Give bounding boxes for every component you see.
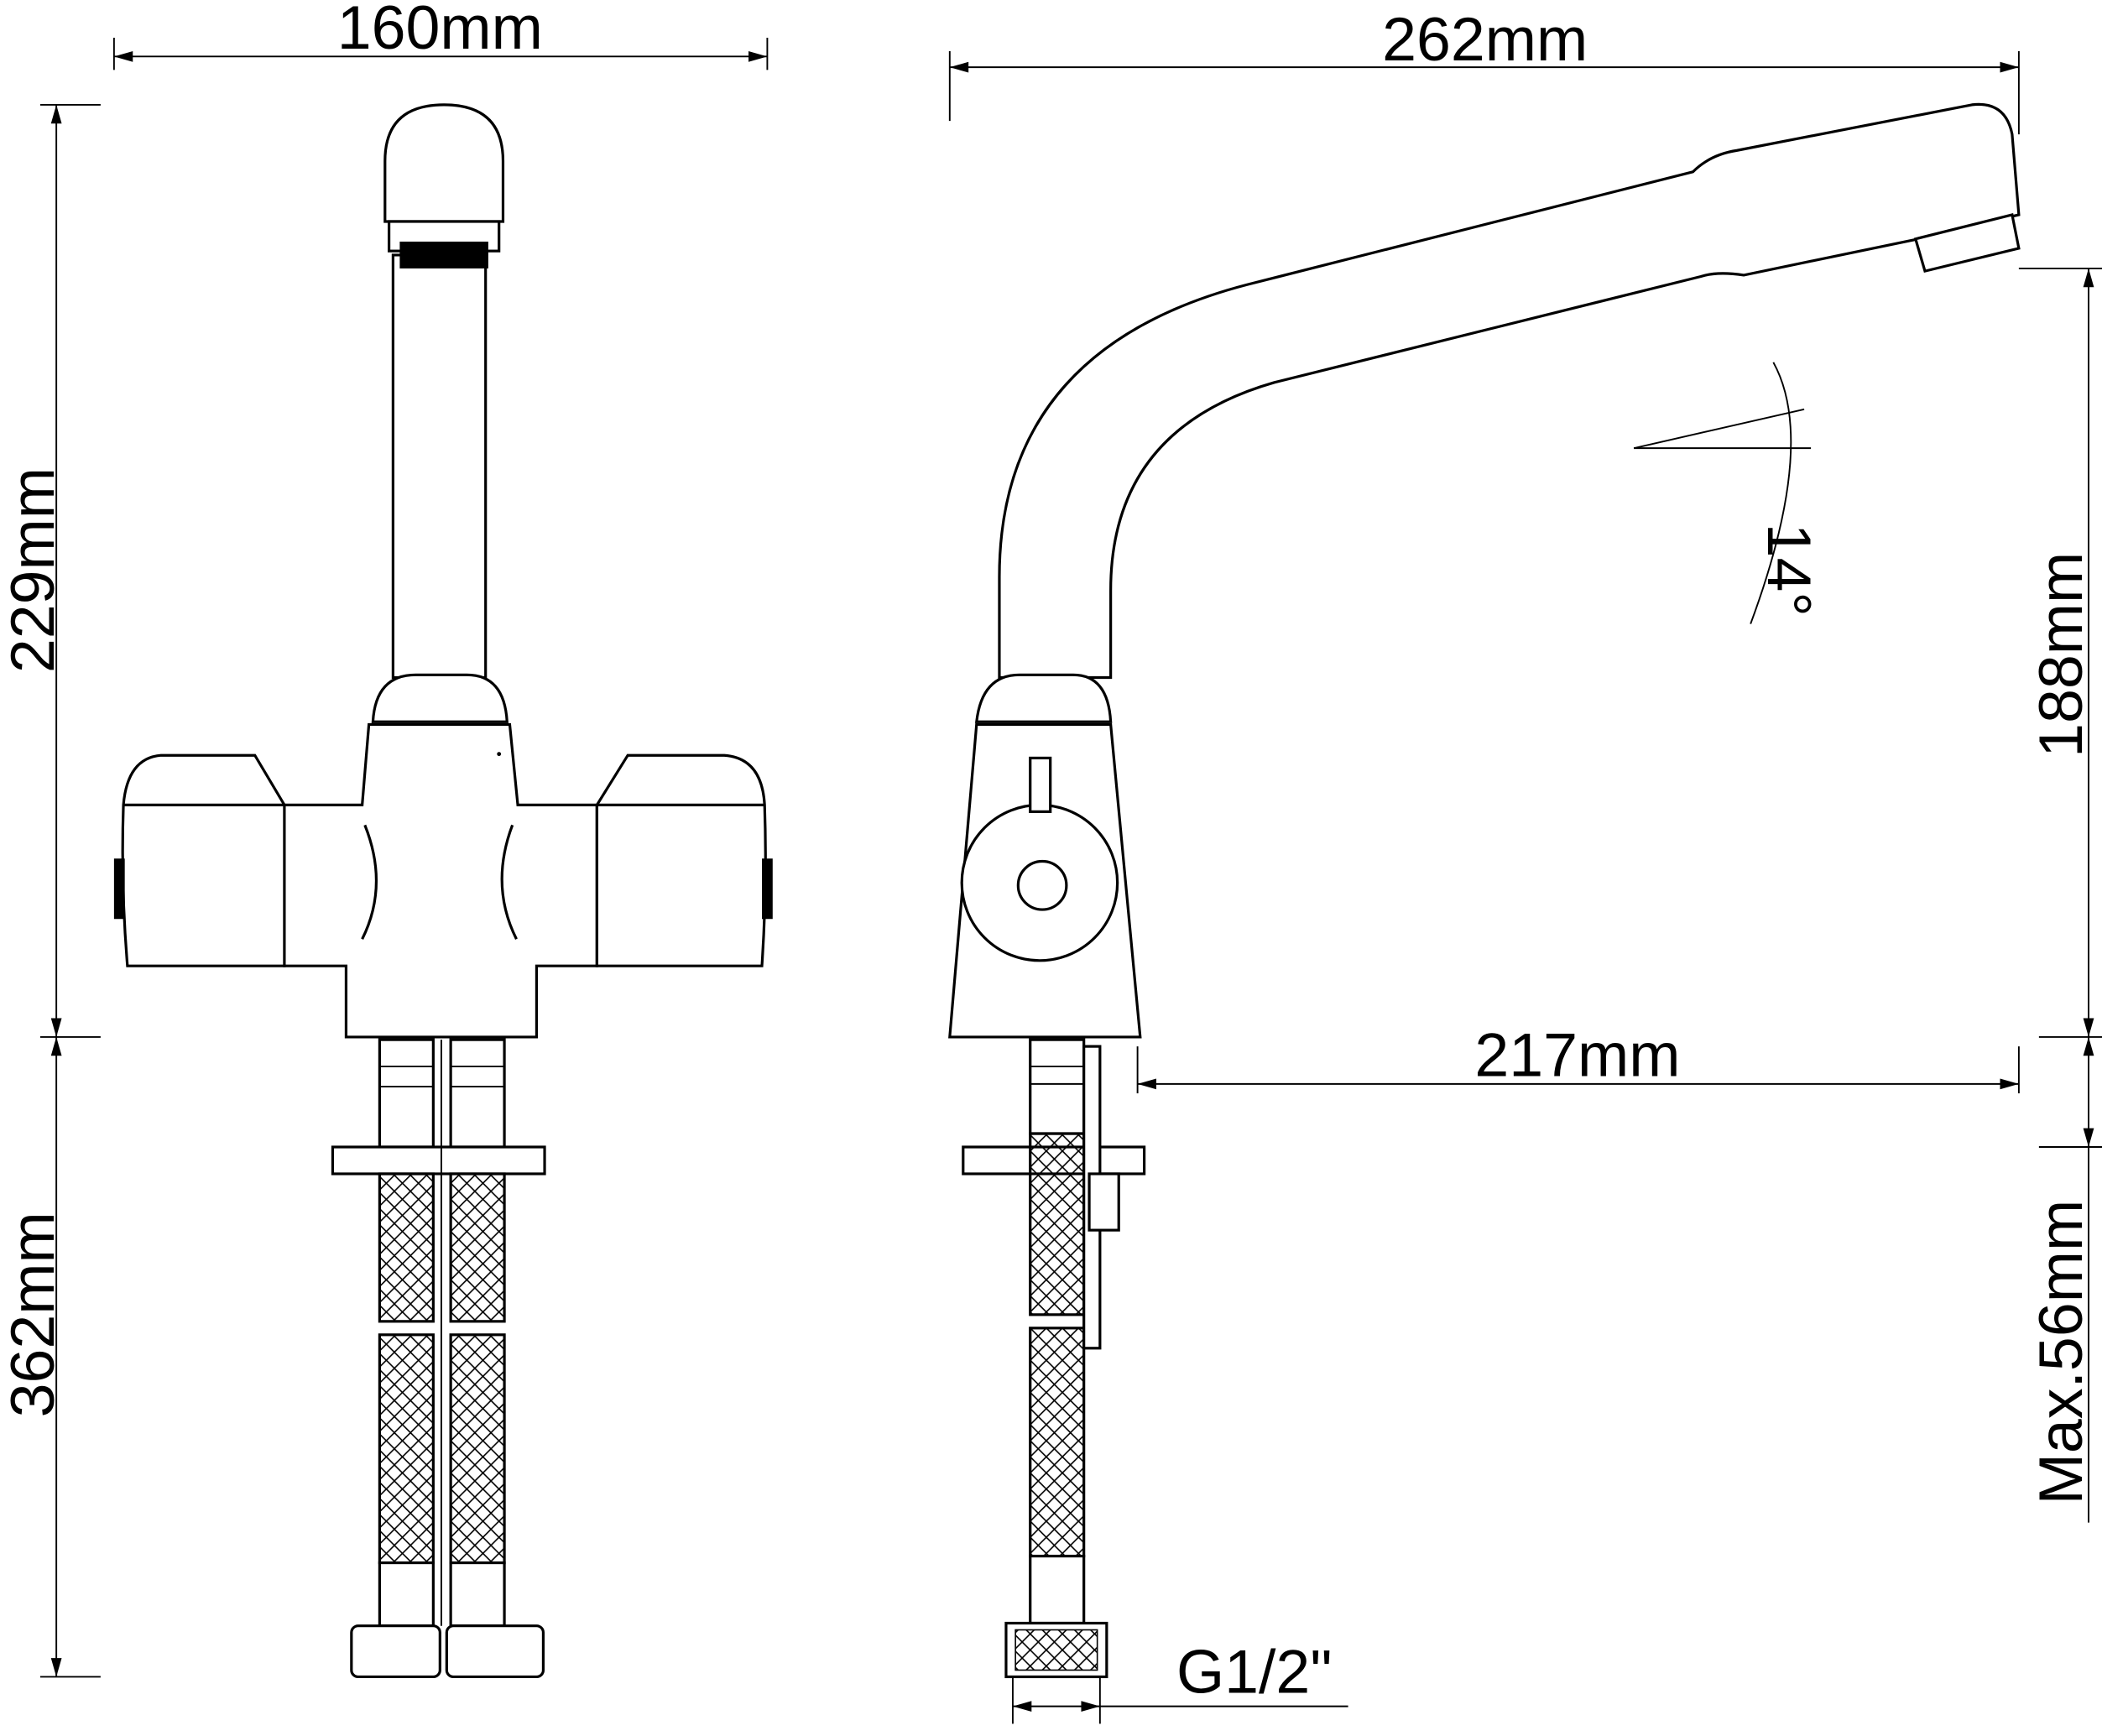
side-view: 262mm 14° 188mm 217m: [948, 4, 2102, 1724]
dimension-max-56mm: Max.56mm: [2026, 1036, 2102, 1523]
max-thickness-label: Max.56mm: [2026, 1200, 2095, 1505]
front-hoses: [331, 1038, 546, 1679]
spout-height-label: 188mm: [2026, 552, 2095, 758]
dimension-188mm: 188mm: [2018, 267, 2102, 1038]
base-to-spout-label: 217mm: [1474, 1019, 1680, 1089]
angle-label: 14°: [1755, 524, 1824, 617]
hose-length-label: 362mm: [0, 1212, 67, 1417]
dimension-217mm: 217mm: [1136, 1019, 2020, 1094]
front-view: 160mm 229mm 362mm: [0, 0, 773, 1679]
side-spout: [998, 102, 2021, 680]
front-body: [283, 722, 598, 1039]
dimension-229mm-362mm: 229mm 362mm: [0, 103, 101, 1678]
right-handle: [595, 753, 767, 967]
upper-height-label: 229mm: [0, 467, 67, 673]
reach-label: 262mm: [1382, 4, 1588, 74]
side-hose: [962, 1038, 1146, 1679]
front-spout: [371, 103, 509, 723]
thread-label: G1/2": [1176, 1637, 1332, 1707]
width-label: 160mm: [337, 0, 543, 62]
dimension-g12: G1/2": [1011, 1637, 1348, 1724]
dimension-160mm: 160mm: [112, 0, 769, 70]
angle-annotation: 14°: [1633, 362, 1824, 624]
left-handle: [121, 753, 286, 967]
dimension-262mm: 262mm: [948, 4, 2020, 135]
